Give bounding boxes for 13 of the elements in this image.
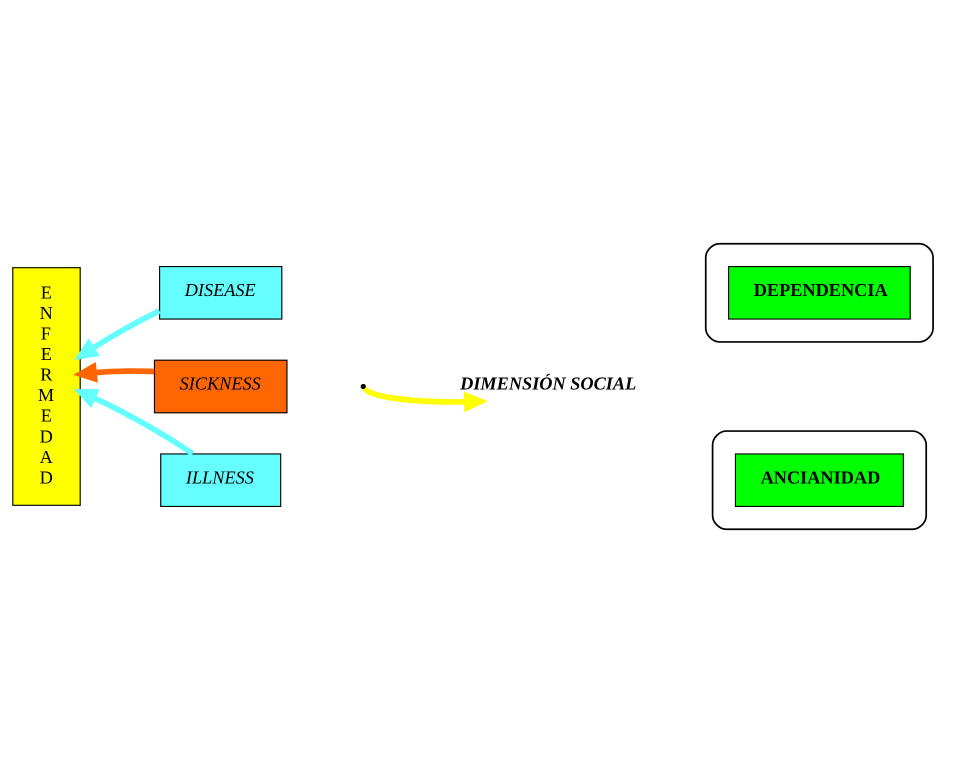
arrow	[362, 386, 488, 412]
node-box: ILLNESS	[160, 453, 282, 508]
node-box: DISEASE	[159, 266, 282, 320]
node-text: DIMENSIÓN SOCIAL	[460, 374, 636, 394]
arrow	[74, 389, 194, 456]
cluster	[704, 242, 934, 343]
arrow	[74, 308, 161, 360]
arrow	[73, 362, 154, 383]
node-box: E N F E R M E D A D	[12, 267, 81, 506]
node-box: SICKNESS	[154, 360, 288, 414]
cluster	[712, 430, 928, 530]
node-box: DEPENDENCIA	[728, 266, 911, 320]
node-box: ANCIANIDAD	[734, 453, 904, 508]
